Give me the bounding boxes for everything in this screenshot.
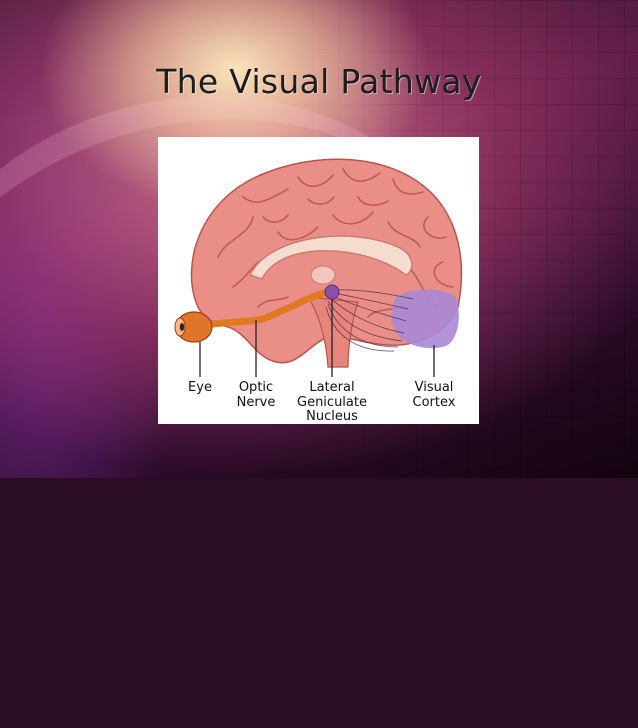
label-visual-cortex-line1: Visual <box>415 380 454 395</box>
label-optic-nerve-line2: Nerve <box>237 395 276 410</box>
label-optic-nerve-line1: Optic <box>239 380 273 395</box>
corpus-callosum <box>249 235 413 280</box>
slide-title: The Visual Pathway <box>156 62 482 101</box>
brain-diagram: Eye Optic Nerve Lateral Geniculate Nucle… <box>174 158 463 424</box>
label-lgn-line2: Geniculate <box>297 395 367 410</box>
label-lgn-line1: Lateral <box>309 380 354 395</box>
thalamus <box>310 265 336 285</box>
label-lgn-line3: Nucleus <box>306 409 358 424</box>
eye-illustration <box>174 311 213 343</box>
optic-nerve-tract <box>202 287 334 329</box>
brainstem <box>306 296 359 368</box>
brain-folds <box>217 168 454 318</box>
visual-cortex-region <box>391 289 459 349</box>
lateral-geniculate-nucleus <box>324 284 340 300</box>
label-eye: Eye <box>188 380 212 395</box>
label-visual-cortex-line2: Cortex <box>413 395 456 410</box>
label-pointers <box>199 299 435 377</box>
visual-pathway-figure: Eye Optic Nerve Lateral Geniculate Nucle… <box>158 137 479 424</box>
